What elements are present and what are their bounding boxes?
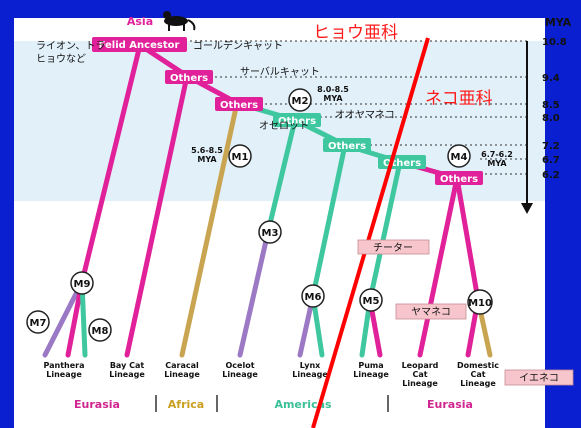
tag-leopard-cat: ヤマネコ: [395, 303, 467, 320]
migration-m4: M4: [451, 152, 468, 163]
migration-m8: M8: [92, 326, 109, 337]
time-tick-1: 9.4: [542, 73, 560, 84]
migration-m5: M5: [363, 296, 380, 307]
svg-text:チーター: チーター: [373, 242, 413, 254]
branch-panthera-m7: [42, 279, 85, 358]
subfamily-pantherinae: ヒョウ亜科: [313, 23, 398, 43]
migration-m9: M9: [74, 279, 91, 290]
node-others-3: Others: [278, 116, 316, 127]
node-others-5: Others: [383, 158, 421, 169]
branch-puma: [367, 159, 403, 303]
branch-baycat: [124, 73, 190, 358]
time-tick-4: 7.2: [542, 141, 560, 152]
subfamily-felinae: ネコ亜科: [425, 89, 493, 109]
time-axis-arrowhead: [521, 203, 533, 214]
svg-text:イエネコ: イエネコ: [519, 372, 559, 384]
tree-nodes: Felid Ancestor Others Others Others Othe…: [92, 37, 483, 185]
migration-m2: M2: [292, 96, 309, 107]
migration-circles: [26, 88, 493, 342]
branch-ocelot-upper: [265, 117, 298, 235]
migration-m1: M1: [232, 152, 249, 163]
migration-m6: M6: [305, 292, 322, 303]
migration-m10: M10: [468, 298, 492, 309]
branch-leopardcat: [417, 175, 460, 358]
time-tick-3: 8.0: [542, 113, 560, 124]
annotation-serval: サーバルキャット: [240, 66, 320, 78]
node-others-4: Others: [328, 141, 366, 152]
region-eurasia-right: Eurasia: [427, 398, 473, 411]
branch-lynx: [310, 142, 348, 299]
tag-house-cat: イエネコ: [504, 369, 574, 386]
branch-ocelot-lower: [237, 229, 271, 358]
branch-panthera-stem: [79, 42, 143, 285]
migration-labels: M1 M2 M3 M4 M5 M6 M7 M8 M9 M10: [30, 96, 492, 337]
annotation-ocelot: オセロット: [259, 120, 309, 132]
region-dividers: [155, 395, 389, 412]
annotation-wildcat: オオヤマネコ: [335, 109, 395, 121]
cat-silhouette-icon: [163, 11, 196, 31]
annotation-golden-cat: ゴールデンキャット: [193, 39, 283, 52]
subfamily-divider-line: [311, 37, 430, 428]
migration-m7: M7: [30, 318, 47, 329]
svg-text:ヤマネコ: ヤマネコ: [411, 306, 451, 318]
node-others-2: Others: [220, 100, 258, 111]
branch-domestic: [454, 175, 481, 303]
annotation-lion-leopard: ライオン、トラヒョウなど: [36, 40, 105, 65]
node-others-6: Others: [440, 174, 478, 185]
region-asia: Asia: [127, 15, 153, 28]
mya-label: MYA: [545, 16, 572, 29]
node-felid-ancestor: Felid Ancestor: [99, 40, 180, 51]
tag-cheetah: チーター: [357, 239, 430, 255]
region-americas: Americas: [274, 398, 332, 411]
region-eurasia-left: Eurasia: [74, 398, 120, 411]
time-tick-2: 8.5: [542, 100, 560, 111]
time-tick-5: 6.7: [542, 155, 560, 166]
region-africa: Africa: [168, 398, 204, 411]
time-tick-0: 10.8: [542, 37, 567, 48]
time-scale: MYA 10.8 9.4 8.5 8.0 7.2 6.7 6.2: [542, 16, 572, 181]
time-tick-6: 6.2: [542, 170, 560, 181]
migration-m3: M3: [262, 228, 279, 239]
node-others-1: Others: [170, 73, 208, 84]
branch-caracal: [179, 100, 240, 358]
